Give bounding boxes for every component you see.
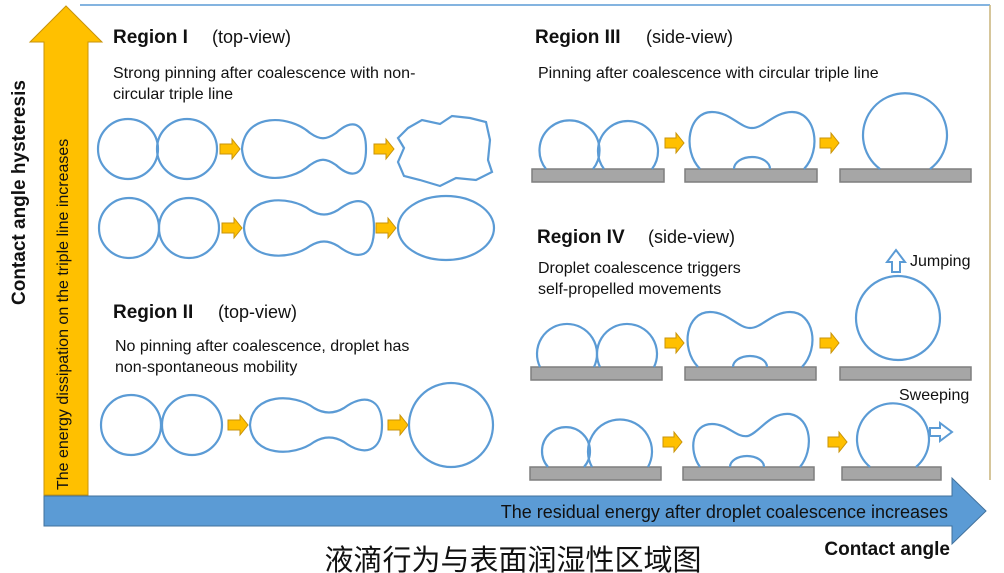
region-4-title: Region IV: [537, 227, 625, 248]
figure-caption: 液滴行为与表面润湿性区域图: [324, 544, 701, 573]
region-2-title: Region II: [113, 302, 193, 323]
region-2-view: (top-view): [218, 302, 297, 322]
coalescing-droplet-side: [686, 310, 814, 368]
process-arrow: [375, 216, 397, 240]
substrate: [530, 366, 663, 381]
process-arrow: [373, 137, 395, 161]
y-axis-arrow: The energy dissipation on the triple lin…: [28, 5, 104, 496]
process-arrow: [664, 331, 685, 355]
region-3-desc-line1: Pinning after coalescence with circular …: [538, 65, 879, 82]
y-axis-label: Contact angle hysteresis: [9, 80, 30, 305]
merged-droplet: [407, 381, 495, 469]
sweeping-label: Sweeping: [899, 387, 969, 404]
substrate: [684, 168, 818, 183]
droplet-side: [595, 322, 659, 368]
droplet: [155, 117, 219, 181]
region-2-desc-line1: No pinning after coalescence, droplet ha…: [115, 338, 409, 355]
droplet: [160, 393, 224, 457]
region-3-view: (side-view): [646, 27, 733, 47]
region-4-desc-line1: Droplet coalescence triggers: [538, 260, 741, 277]
substrate: [531, 168, 665, 183]
coalescing-droplet: [240, 119, 368, 179]
region-1-desc-line1: Strong pinning after coalescence with no…: [113, 65, 415, 82]
process-arrow: [219, 137, 241, 161]
droplet: [96, 117, 160, 181]
merged-droplet-side: [861, 92, 949, 170]
process-arrow: [662, 430, 683, 454]
small-droplet-side: [540, 426, 592, 468]
droplet: [99, 393, 163, 457]
region-2: Region II (top-view) No pinning after co…: [99, 302, 495, 469]
coalescing-droplet-side: [688, 110, 816, 170]
x-axis-arrow: The residual energy after droplet coales…: [43, 476, 987, 546]
sweeping-droplet: [855, 402, 931, 468]
region-1-desc-line2: circular triple line: [113, 86, 233, 103]
substrate: [839, 366, 972, 381]
substrate: [841, 466, 942, 481]
droplet: [97, 196, 161, 260]
right-arrow-icon: [929, 421, 954, 443]
process-arrow: [819, 331, 840, 355]
region-3-title: Region III: [535, 27, 621, 48]
droplet-side: [535, 322, 599, 368]
process-arrow: [664, 131, 685, 155]
region-4-desc-line2: self-propelled movements: [538, 281, 721, 298]
process-arrow: [221, 216, 243, 240]
elliptical-droplet: [396, 194, 496, 262]
coalescing-droplet-side: [692, 412, 810, 468]
region-1-title: Region I: [113, 27, 188, 48]
process-arrow: [227, 413, 249, 437]
coalescing-droplet: [242, 199, 376, 257]
substrate: [529, 466, 662, 481]
droplet-side: [538, 119, 601, 170]
substrate: [684, 366, 817, 381]
coalescing-droplet: [248, 397, 384, 453]
region-4: Region IV (side-view) Droplet coalescenc…: [529, 227, 972, 481]
up-arrow-icon: [885, 248, 907, 273]
trapped-bridge: [728, 454, 766, 468]
substrate: [682, 466, 815, 481]
region-3: Region III (side-view) Pinning after coa…: [531, 27, 972, 183]
large-droplet-side: [586, 418, 654, 468]
droplet-side: [596, 119, 660, 170]
process-arrow: [819, 131, 840, 155]
region-1-view: (top-view): [212, 27, 291, 47]
process-arrow: [827, 430, 848, 454]
substrate: [839, 168, 972, 183]
jumping-label: Jumping: [910, 253, 970, 270]
irregular-droplet: [396, 114, 494, 188]
trapped-bridge: [732, 155, 772, 170]
region-1: Region I (top-view) Strong pinning after…: [96, 27, 496, 262]
jumping-droplet: [854, 274, 942, 362]
droplet: [157, 196, 221, 260]
region-4-view: (side-view): [648, 227, 735, 247]
x-axis-label: Contact angle: [824, 539, 950, 560]
x-axis-arrow-text: The residual energy after droplet coales…: [501, 502, 948, 522]
region-2-desc-line2: non-spontaneous mobility: [115, 359, 297, 376]
trapped-bridge: [731, 354, 769, 368]
process-arrow: [387, 413, 409, 437]
y-axis-arrow-text: The energy dissipation on the triple lin…: [55, 139, 72, 490]
